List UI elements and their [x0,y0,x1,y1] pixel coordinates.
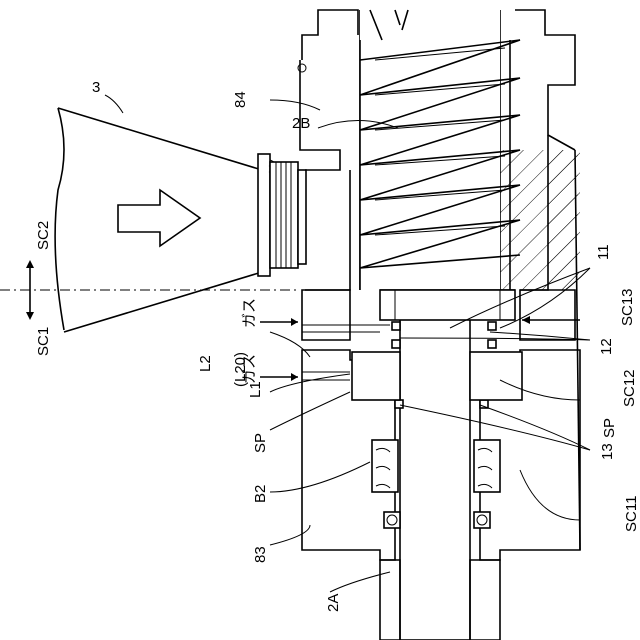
label-gas-2: ガス [241,354,258,384]
label-11: 11 [595,244,612,260]
label-sp-left: SP [252,433,269,453]
label-2b: 2B [292,115,310,132]
label-sc12: SC12 [621,369,638,407]
label-83: 83 [252,546,269,563]
hopper [55,108,306,332]
label-sc13: SC13 [619,288,636,326]
flow-arrow [118,190,200,246]
screw-2b [360,10,520,290]
label-gas-1: ガス [241,298,258,328]
label-l2: L2 [197,355,214,372]
label-3: 3 [92,79,100,96]
label-sp-right: SP [601,418,618,438]
label-sc1: SC1 [35,327,52,356]
label-12: 12 [598,338,615,355]
label-b2: B2 [252,485,269,503]
label-2a: 2A [325,594,342,612]
label-84: 84 [232,91,249,108]
label-13: 13 [599,443,616,460]
label-sc11: SC11 [623,496,640,532]
label-sc2: SC2 [35,221,52,250]
